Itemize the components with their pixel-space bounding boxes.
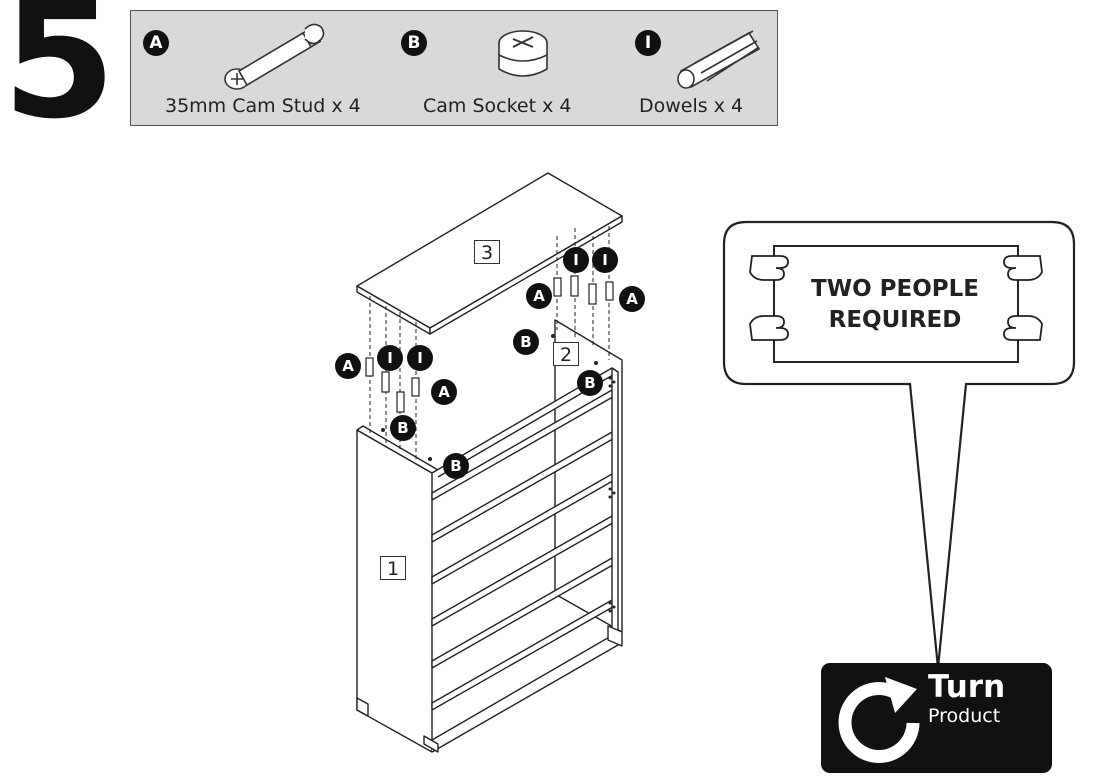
turn-arrow-icon xyxy=(838,677,920,763)
marker: A xyxy=(342,357,354,375)
dowel-icon xyxy=(677,30,761,89)
part-label: 35mm Cam Stud x 4 xyxy=(165,95,361,117)
marker: I xyxy=(573,251,579,269)
marker: I xyxy=(417,349,423,367)
part-label: Dowels x 4 xyxy=(639,95,744,117)
part-badge: I xyxy=(635,30,661,56)
part-badge: A xyxy=(143,30,169,56)
hands-icon xyxy=(749,255,1043,341)
cam-socket-icon xyxy=(498,30,548,77)
two-people-callout xyxy=(722,220,1076,669)
marker: B xyxy=(520,333,531,351)
part-cam-socket: B Cam Socket x 4 xyxy=(389,11,589,127)
step-number: 5 xyxy=(2,0,116,155)
panel-label-3: 3 xyxy=(474,240,500,264)
marker: A xyxy=(438,383,450,401)
two-people-required-text: TWO PEOPLE REQUIRED xyxy=(790,274,1000,336)
marker: I xyxy=(387,349,393,367)
marker: B xyxy=(450,457,461,475)
part-dowels: I Dowels x 4 xyxy=(619,11,779,127)
turn-subtitle: Product xyxy=(928,705,1001,727)
part-badge: B xyxy=(401,30,427,56)
part-label: Cam Socket x 4 xyxy=(423,95,572,117)
cam-stud-icon xyxy=(224,23,325,90)
callout-line-2: REQUIRED xyxy=(828,307,962,333)
hardware-markers: A I I A B B A I I A B B xyxy=(335,247,645,479)
marker: A xyxy=(626,290,638,308)
panel-label-1: 1 xyxy=(380,556,406,580)
callout-line-1: TWO PEOPLE xyxy=(811,276,979,302)
marker: A xyxy=(533,287,545,305)
turn-title: Turn xyxy=(928,669,1006,705)
marker: B xyxy=(397,419,408,437)
panel-label-2: 2 xyxy=(553,342,579,366)
marker: I xyxy=(602,251,608,269)
parts-box: A 35mm Cam Stud x 4 B Cam Socket x 4 I xyxy=(130,10,778,126)
turn-product-box: Turn Product xyxy=(821,663,1052,773)
marker: B xyxy=(584,374,595,392)
part-cam-stud: A 35mm Cam Stud x 4 xyxy=(131,11,361,127)
